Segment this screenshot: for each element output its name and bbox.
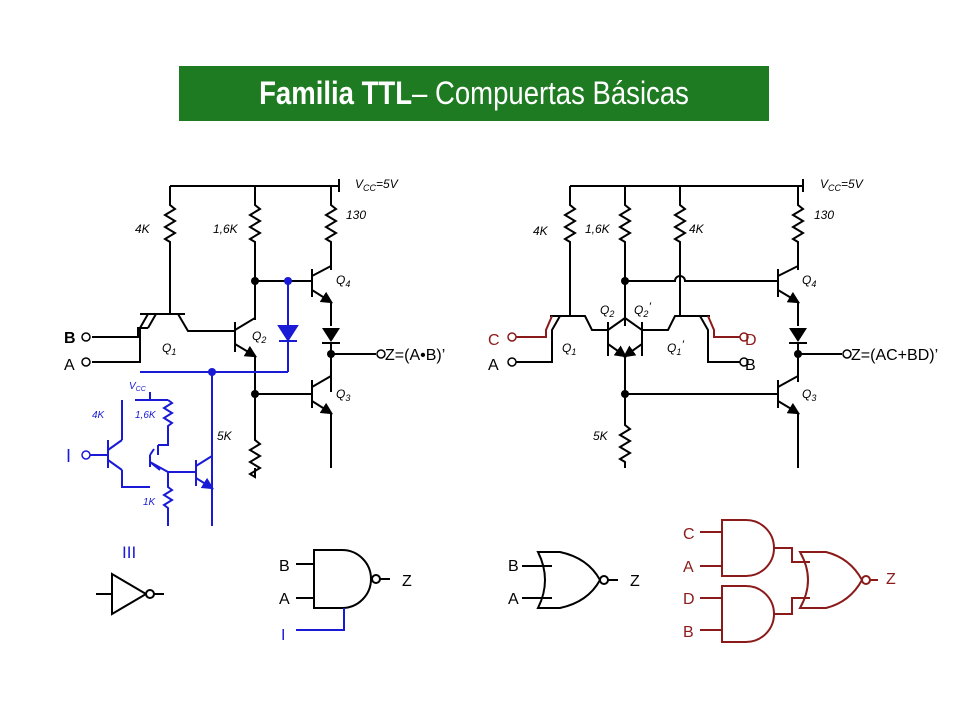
- q1-label: Q1: [162, 341, 176, 357]
- nor-output-z: Z: [630, 573, 640, 590]
- aoi-input-d: D: [683, 591, 695, 608]
- aoi-symbol: [700, 519, 878, 643]
- aoi-input-a: A: [683, 559, 694, 576]
- title-bar: Familia TTL – Compuertas Básicas: [179, 66, 769, 121]
- page-title: Familia TTL – Compuertas Básicas: [259, 75, 689, 111]
- resistor-4k-left-label: 4K: [533, 224, 549, 238]
- resistor-130-label-right: 130: [814, 208, 834, 222]
- input-c-label: C: [488, 332, 500, 349]
- aoi-input-c: C: [683, 526, 695, 543]
- nand-symbol: [296, 549, 390, 631]
- resistor-5k-label: 5K: [217, 429, 233, 443]
- q1-prime-label: Q1’: [667, 338, 684, 357]
- nor-input-b: B: [508, 558, 519, 575]
- vcc-label-left: VCC=5V: [355, 177, 399, 193]
- nand-input-a: A: [279, 591, 290, 608]
- nor-input-a: A: [508, 591, 519, 608]
- inverter-vcc-label: VCC: [129, 381, 147, 393]
- q2-label: Q2: [252, 329, 266, 345]
- input-b-label: B: [64, 330, 76, 347]
- input-a-label-right: A: [488, 357, 499, 374]
- resistor-4k-label: 4K: [135, 222, 151, 236]
- nand-input-b: B: [279, 558, 290, 575]
- resistor-5k-label-right: 5K: [593, 429, 609, 443]
- input-b-label-right: B: [745, 357, 756, 374]
- nand-input-i: I: [281, 627, 285, 644]
- input-d-label: D: [745, 332, 757, 349]
- inverter-r1-label: 4K: [92, 410, 106, 421]
- nand-circuit: VCC=5V 4K 1,6K 130 5K Q1 Q2 Q4 Q3 B A Z=…: [64, 177, 445, 479]
- input-a-label: A: [64, 357, 75, 374]
- resistor-4k-right-label: 4K: [689, 222, 705, 236]
- inverter-input-label: I: [66, 446, 71, 466]
- vcc-label-right: VCC=5V: [820, 177, 864, 193]
- inverter-symbol: III: [96, 543, 164, 616]
- nor-symbol: [522, 551, 618, 609]
- q4-label: Q4: [336, 273, 350, 289]
- inverter-roman-label: III: [122, 543, 136, 562]
- inverter-r2-label: 1,6K: [135, 410, 157, 421]
- resistor-130-label: 130: [346, 208, 366, 222]
- nand-output-z: Z: [402, 573, 412, 590]
- output-label-right: Z=(AC+BD)’: [851, 347, 938, 364]
- q3-label: Q3: [336, 387, 350, 403]
- q1-label-right: Q1: [562, 341, 576, 357]
- inverter-r3-label: 1K: [143, 497, 157, 508]
- q2-prime-label: Q2’: [634, 300, 651, 319]
- output-label-left: Z=(A•B)’: [385, 347, 445, 364]
- resistor-1-6k-label: 1,6K: [213, 222, 239, 236]
- aoi-circuit: VCC=5V 4K 1,6K 4K 130 5K Q1 Q2 Q2’ Q1’ Q…: [488, 177, 938, 468]
- q3-label-right: Q3: [802, 387, 816, 403]
- q2-label-right: Q2: [600, 303, 614, 319]
- resistor-1-6k-label-right: 1,6K: [585, 222, 611, 236]
- aoi-output-z: Z: [886, 571, 896, 588]
- inverter-addition: [90, 281, 299, 526]
- aoi-input-b: B: [683, 624, 694, 641]
- q4-label-right: Q4: [802, 273, 816, 289]
